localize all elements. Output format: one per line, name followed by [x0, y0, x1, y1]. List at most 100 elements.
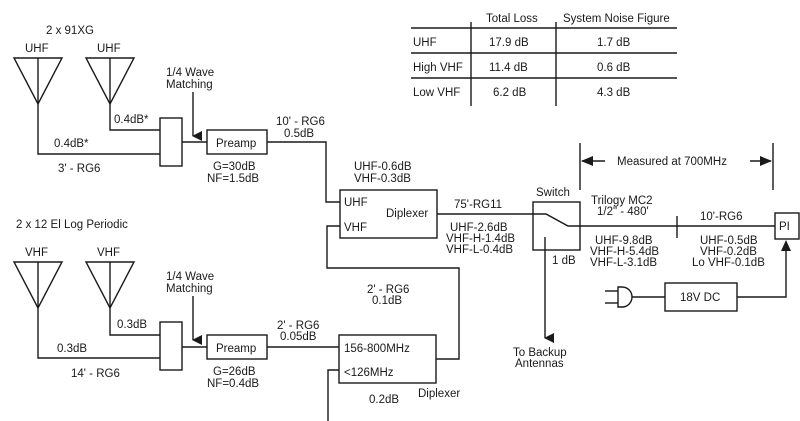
- table-cell-total-loss: 6.2 dB: [493, 87, 527, 99]
- uhf-antenna-1-label: UHF: [25, 43, 49, 55]
- trilogy-loss-vhf-h: VHF-H-5.4dB: [590, 246, 659, 258]
- table-header-noise-figure: System Noise Figure: [563, 13, 670, 25]
- table-cell-noise-figure: 0.6 dB: [597, 62, 631, 74]
- table-cell-noise-figure: 4.3 dB: [597, 87, 631, 99]
- switch-label: Switch: [536, 187, 570, 199]
- vhf-preamp-nf: NF=0.4dB: [207, 378, 259, 390]
- table-row-label: High VHF: [413, 62, 463, 74]
- rg11-loss-vhf-h: VHF-H-1.4dB: [446, 233, 515, 245]
- vhf-output-cable-label: 2' - RG6: [277, 320, 319, 332]
- measurement-arrowhead-left-icon: [581, 156, 593, 166]
- vhf-preamp-label: Preamp: [216, 343, 256, 355]
- switch-loss: 1 dB: [552, 255, 576, 267]
- vhf-antenna-1-loss: 0.3dB: [57, 343, 87, 355]
- uhf-preamp: [206, 129, 268, 155]
- vhf-matching-label-2: Matching: [166, 283, 213, 295]
- vhf-antenna-1-label: VHF: [25, 247, 48, 259]
- uhf-cable-label: 3' - RG6: [58, 163, 100, 175]
- trilogy-loss-vhf-l: VHF-L-3.1dB: [590, 257, 657, 269]
- rg11-loss-vhf-l: VHF-L-0.4dB: [446, 244, 513, 256]
- vhf-antenna-1-feedline: [37, 308, 160, 359]
- table-cell-total-loss: 11.4 dB: [489, 62, 528, 74]
- vhf-diplexer-loss: 0.2dB: [369, 394, 399, 406]
- vhf-diplexer-port-low: <126MHz: [344, 367, 394, 379]
- rg6-loss-lo-vhf: Lo VHF-0.1dB: [692, 257, 765, 269]
- trilogy-loss-uhf: UHF-9.8dB: [595, 235, 653, 247]
- vhf-antenna-2-loss: 0.3dB: [117, 319, 147, 331]
- power-supply-label: 18V DC: [680, 292, 720, 304]
- backup-label-2: Antennas: [515, 358, 564, 370]
- ac-plug-icon: [605, 286, 633, 308]
- trilogy-run: Trilogy MC2 1/2" - 480' UHF-9.8dB VHF-H-…: [580, 195, 775, 269]
- uhf-matching-label-2: Matching: [166, 79, 213, 91]
- table-row-label: Low VHF: [413, 87, 460, 99]
- vhf-diplexer-label: Diplexer: [418, 388, 460, 400]
- uhf-antenna-2-loss: 0.4dB*: [114, 114, 149, 126]
- switch-contact-icon: [533, 213, 580, 227]
- vhf-antenna-2-label: VHF: [97, 247, 120, 259]
- vhf-link-cable-loss: 0.1dB: [372, 295, 402, 307]
- main-diplexer-port-vhf: VHF: [344, 222, 367, 234]
- trilogy-cable-label-2: 1/2" - 480': [597, 206, 649, 218]
- rg6-loss-vhf: VHF-0.2dB: [700, 246, 757, 258]
- uhf-antenna-1-feedline: [37, 104, 160, 155]
- power-supply-box: [664, 282, 738, 312]
- main-diplexer: UHF-0.6dB VHF-0.3dB UHF VHF Diplexer: [339, 161, 438, 239]
- rg11-cable-label: 75'-RG11: [454, 199, 502, 211]
- uhf-antenna-2-icon: [84, 57, 136, 106]
- switch: Switch 1 dB To Backup Antennas: [513, 187, 581, 370]
- vhf-link-cable-label: 2' - RG6: [367, 284, 409, 296]
- main-diplexer-loss-vhf: VHF-0.3dB: [354, 173, 411, 185]
- uhf-branch: 2 x 91XG UHF UHF 0.4dB* 0.4dB* 3' - RG6 …: [12, 25, 340, 203]
- rg6-cable-label: 10'-RG6: [700, 211, 742, 223]
- power-inserter: PI: [737, 212, 800, 298]
- vhf-array-title: 2 x 12 El Log Periodic: [16, 219, 128, 231]
- trilogy-cable-label-1: Trilogy MC2: [591, 195, 653, 207]
- uhf-antenna-1-icon: [12, 57, 64, 106]
- power-supply: 18V DC: [605, 282, 738, 312]
- backup-label-1: To Backup: [513, 347, 567, 359]
- rg11-run: 75'-RG11 UHF-2.6dB VHF-H-1.4dB VHF-L-0.4…: [437, 199, 533, 256]
- main-diplexer-box: [339, 189, 438, 239]
- main-diplexer-port-uhf: UHF: [344, 197, 368, 209]
- uhf-array-title: 2 x 91XG: [46, 25, 94, 37]
- vhf-cable-label: 14' - RG6: [71, 368, 120, 380]
- vhf-preamp-gain: G=26dB: [213, 366, 256, 378]
- uhf-output-cable: [267, 141, 340, 203]
- main-diplexer-label: Diplexer: [386, 208, 428, 220]
- vhf-diplexer-port-high: 156-800MHz: [344, 343, 410, 355]
- uhf-matching-label-1: 1/4 Wave: [166, 67, 214, 79]
- uhf-preamp-label: Preamp: [216, 138, 256, 150]
- low-vhf-input-cable: [327, 369, 339, 421]
- measurement-bracket: Measured at 700MHz: [579, 143, 774, 190]
- uhf-antenna-1-loss: 0.4dB*: [54, 138, 89, 150]
- power-inserter-label: PI: [779, 221, 790, 233]
- vhf-link-cable: [326, 225, 460, 360]
- measurement-label: Measured at 700MHz: [617, 156, 727, 168]
- vhf-matching-label-1: 1/4 Wave: [166, 271, 214, 283]
- dc-feed-arrow-icon: [781, 240, 791, 251]
- vhf-antenna-2-feedline: [109, 308, 160, 336]
- vhf-branch: 2 x 12 El Log Periodic VHF VHF 0.3dB 0.3…: [12, 219, 339, 390]
- uhf-output-cable-label: 10' - RG6: [276, 116, 325, 128]
- uhf-antenna-2-label: UHF: [97, 43, 121, 55]
- table-header-total-loss: Total Loss: [486, 13, 538, 25]
- dc-feed-line: [737, 243, 787, 298]
- vhf-diplexer-box: [338, 334, 437, 384]
- vhf-preamp: [206, 334, 268, 360]
- uhf-preamp-nf: NF=1.5dB: [207, 173, 259, 185]
- summary-table: Total Loss System Noise Figure UHF 17.9 …: [411, 13, 677, 106]
- uhf-combiner: [159, 117, 183, 167]
- table-row-label: UHF: [413, 37, 437, 49]
- vhf-antenna-1-icon: [12, 261, 64, 310]
- rg11-loss-uhf: UHF-2.6dB: [450, 222, 508, 234]
- vhf-antenna-2-icon: [84, 261, 136, 310]
- rg6-loss-uhf: UHF-0.5dB: [700, 235, 758, 247]
- uhf-preamp-gain: G=30dB: [213, 161, 256, 173]
- rg6-run: 10'-RG6 UHF-0.5dB VHF-0.2dB Lo VHF-0.1dB: [692, 211, 765, 269]
- table-cell-total-loss: 17.9 dB: [489, 37, 529, 49]
- vhf-combiner: [159, 321, 183, 371]
- measurement-arrowhead-right-icon: [760, 156, 772, 166]
- vhf-output-cable-loss: 0.05dB: [280, 331, 317, 343]
